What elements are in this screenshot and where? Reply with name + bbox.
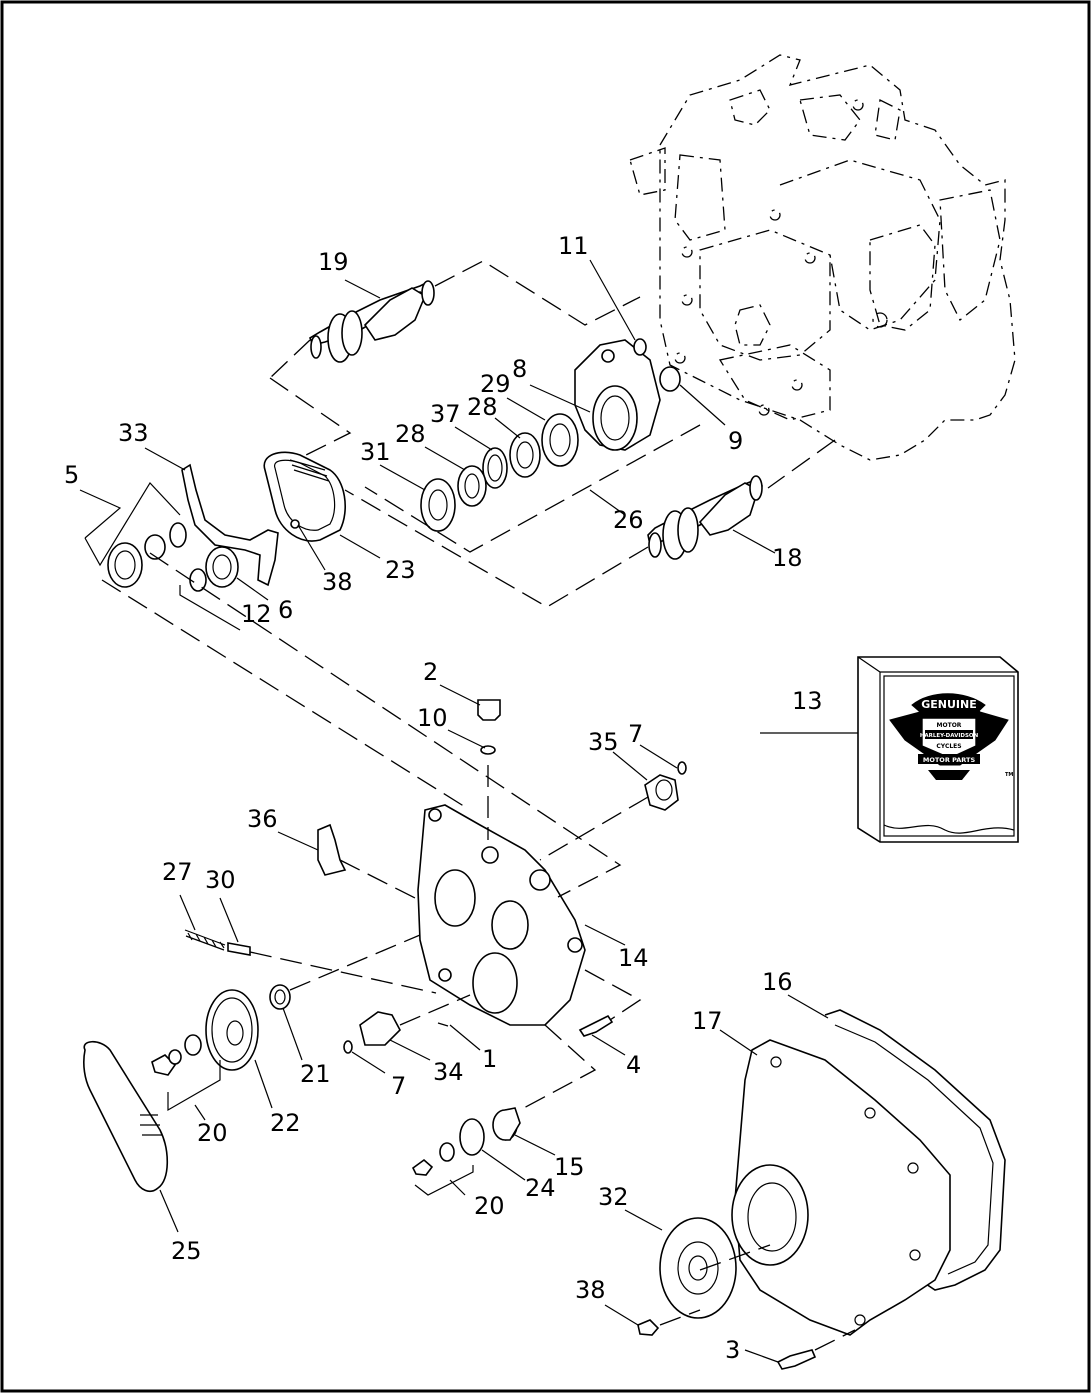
callout-14: 14 [618, 944, 649, 972]
logo-top-text: GENUINE [921, 698, 977, 711]
callout-16: 16 [762, 968, 793, 996]
callout-10: 10 [417, 704, 448, 732]
front-camshaft [647, 475, 763, 560]
washer-28-lower [457, 465, 487, 507]
screw-38-lower [637, 1319, 660, 1336]
callout-6: 6 [278, 596, 293, 624]
callout-22: 22 [270, 1109, 301, 1137]
callout-13: 13 [792, 687, 823, 715]
rear-camshaft [308, 280, 435, 363]
logo-bottom-text: MOTOR PARTS [923, 756, 976, 764]
seal-21 [269, 984, 291, 1010]
callout-34: 34 [433, 1058, 464, 1086]
callout-27: 27 [162, 858, 193, 886]
callout-23: 23 [385, 556, 416, 584]
callout-8: 8 [512, 355, 527, 383]
lever-34 [359, 1011, 401, 1046]
washer-28-upper [509, 432, 541, 478]
callout-20-lower: 20 [474, 1192, 505, 1220]
callout-35: 35 [588, 728, 619, 756]
callout-7-lower: 7 [391, 1072, 406, 1100]
callout-25: 25 [171, 1237, 202, 1265]
plug-2 [477, 699, 501, 721]
crankcase-outline [629, 54, 1016, 461]
snap-ring-37 [482, 447, 508, 489]
gear-24 [459, 1118, 485, 1156]
assembly-lines [101, 260, 856, 1351]
callout-26: 26 [613, 506, 644, 534]
logo-brand-line-2: HARLEY-DAVIDSON [920, 733, 979, 739]
fastener-20-upper [151, 1034, 202, 1076]
callout-21: 21 [300, 1060, 331, 1088]
o-ring-9 [659, 366, 681, 392]
bearing-29 [541, 413, 579, 467]
callout-12: 12 [241, 600, 272, 628]
inner-cam-bearing [107, 522, 187, 588]
callout-18: 18 [772, 544, 803, 572]
logo-trademark: TM [1005, 772, 1013, 778]
callout-32: 32 [598, 1183, 629, 1211]
oil-pump-body [417, 804, 586, 1026]
callout-28-upper: 28 [467, 393, 498, 421]
callout-20-upper: 20 [197, 1119, 228, 1147]
callout-4: 4 [626, 1051, 641, 1079]
harley-logo: GENUINE MOTOR HARLEY-DAVIDSON CYCLES MOT… [889, 693, 1013, 780]
belt-25 [83, 1040, 169, 1192]
cover-plate-32 [659, 1217, 737, 1319]
pin-1 [437, 1022, 449, 1027]
fastener-20-lower [411, 1142, 455, 1176]
bushing-6 [205, 546, 239, 588]
outer-cover-17 [731, 1039, 951, 1336]
o-ring-11 [633, 338, 647, 356]
spring-27 [184, 929, 226, 951]
callout-38-upper: 38 [322, 568, 353, 596]
callout-labels: 19 11 29 8 37 28 28 33 31 9 5 26 18 23 3… [64, 232, 823, 1364]
chain-tensioner [181, 463, 279, 587]
leader-lines [79, 259, 858, 1363]
bracket-36 [317, 823, 347, 876]
gear-22 [205, 989, 259, 1071]
cam-support-plate [574, 339, 661, 451]
retaining-ring-12 [189, 568, 207, 592]
callout-11: 11 [558, 232, 589, 260]
callout-3: 3 [725, 1336, 740, 1364]
callout-2: 2 [423, 658, 438, 686]
callout-31: 31 [360, 438, 391, 466]
callout-24: 24 [525, 1174, 556, 1202]
callout-7-upper: 7 [628, 720, 643, 748]
logo-brand-line-3: CYCLES [936, 743, 961, 750]
callout-29: 29 [480, 370, 511, 398]
clip-7-lower [343, 1040, 353, 1054]
bearing-31 [420, 478, 456, 532]
callout-19: 19 [318, 248, 349, 276]
callout-5: 5 [64, 461, 79, 489]
cam-chain [263, 451, 346, 542]
screw-4 [578, 1014, 614, 1037]
callout-38-lower: 38 [575, 1276, 606, 1304]
valve-35 [644, 774, 679, 811]
callout-9: 9 [728, 427, 743, 455]
callout-28-lower: 28 [395, 420, 426, 448]
callout-37: 37 [430, 400, 461, 428]
logo-brand-line-1: MOTOR [937, 722, 962, 729]
screw-38-upper [290, 519, 300, 529]
screw-3 [776, 1349, 817, 1370]
callout-1: 1 [482, 1045, 497, 1073]
callout-15: 15 [554, 1153, 585, 1181]
pin-30 [227, 942, 251, 956]
callout-17: 17 [692, 1007, 723, 1035]
bushing-15 [492, 1107, 521, 1141]
genuine-parts-box: GENUINE MOTOR HARLEY-DAVIDSON CYCLES MOT… [857, 656, 1019, 843]
callout-33: 33 [118, 419, 149, 447]
callout-36: 36 [247, 805, 278, 833]
clip-7-upper [677, 761, 687, 775]
callout-30: 30 [205, 866, 236, 894]
